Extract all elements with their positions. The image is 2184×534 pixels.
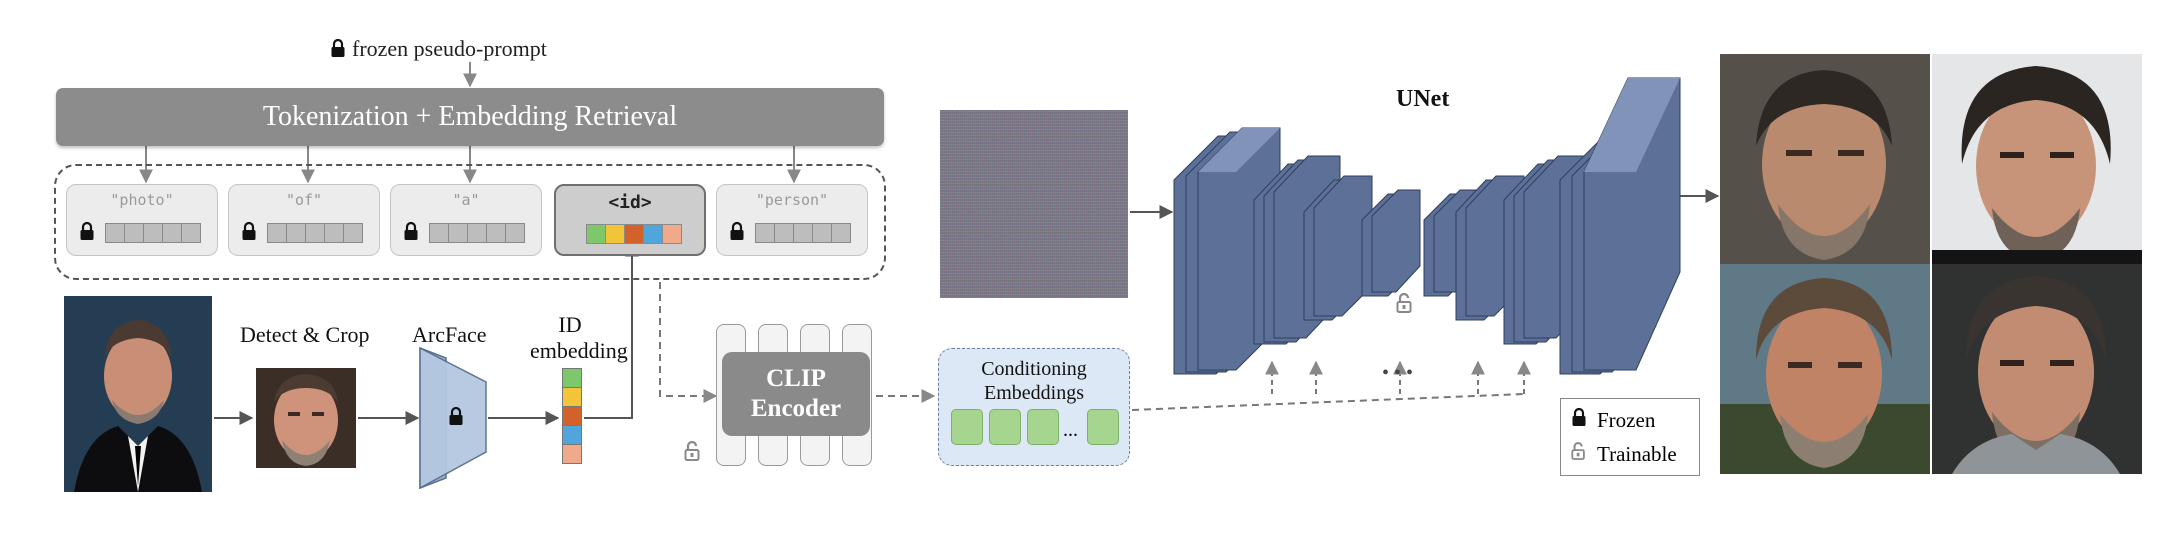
arrow-id-embedding-to-id-token <box>584 242 639 419</box>
tokenization-label: Tokenization + Embedding Retrieval <box>262 101 678 132</box>
token-photo: "photo" <box>66 184 218 256</box>
token-id: <id> <box>554 184 706 256</box>
noise-image <box>940 110 1128 298</box>
token-embedding <box>267 223 363 243</box>
output-face-3 <box>1720 264 1930 474</box>
conditioning-vector <box>1087 409 1119 445</box>
frozen-prompt-label: frozen pseudo-prompt <box>330 36 547 64</box>
unet-decoder-blocks <box>1423 77 1681 375</box>
open-lock-icon <box>1571 441 1587 467</box>
tokenization-bar: Tokenization + Embedding Retrieval <box>56 88 884 146</box>
conditioning-vector <box>1027 409 1059 445</box>
token-of: "of" <box>228 184 380 256</box>
closed-lock-icon <box>79 221 95 246</box>
closed-lock-icon <box>403 221 419 246</box>
legend-frozen: Frozen <box>1571 407 1655 433</box>
output-face-2 <box>1932 54 2142 264</box>
token-word: "a" <box>452 191 480 209</box>
token-group <box>54 164 886 280</box>
token-embedding <box>429 223 525 243</box>
conditioning-vector <box>989 409 1021 445</box>
output-face-1 <box>1720 54 1930 264</box>
token-embedding <box>755 223 851 243</box>
clip-encoder: CLIP Encoder <box>722 352 870 436</box>
open-lock-icon <box>684 440 702 467</box>
token-embedding <box>105 223 201 243</box>
closed-lock-icon <box>1571 407 1587 433</box>
conditioning-ellipsis: ... <box>1063 419 1078 441</box>
legend: Frozen Trainable <box>1560 398 1700 476</box>
conditioning-embeddings: Conditioning Embeddings ... <box>938 348 1130 466</box>
conditioning-vector <box>951 409 983 445</box>
cropped-face-photo <box>256 368 356 468</box>
id-token-embedding <box>586 224 682 244</box>
open-lock-icon <box>1396 292 1414 319</box>
conditioning-label: Conditioning Embeddings <box>981 358 1087 404</box>
id-embedding-label: ID embedding <box>530 312 628 363</box>
arcface-label: ArcFace <box>412 322 487 347</box>
legend-trainable: Trainable <box>1571 441 1677 467</box>
skip-ellipsis: • • • <box>1382 362 1414 384</box>
arrow-conditioning-to-unet <box>1131 393 1525 411</box>
token-a: "a" <box>390 184 542 256</box>
closed-lock-icon <box>729 221 745 246</box>
output-face-4 <box>1932 264 2142 474</box>
closed-lock-icon <box>330 38 346 64</box>
token-word: "of" <box>285 191 323 209</box>
unet-title: UNet <box>1396 86 1450 112</box>
token-word: <id> <box>608 192 652 213</box>
token-word: "person" <box>755 191 829 209</box>
unet-encoder-blocks <box>1173 127 1421 375</box>
detect-crop-label: Detect & Crop <box>240 322 370 347</box>
token-word: "photo" <box>110 191 174 209</box>
token-person: "person" <box>716 184 868 256</box>
id-embedding-vector <box>562 368 582 464</box>
arrow-tokens-to-clip <box>659 282 718 403</box>
input-face-photo <box>64 296 212 492</box>
frozen-prompt-text: frozen pseudo-prompt <box>352 36 547 61</box>
closed-lock-icon <box>241 221 257 246</box>
closed-lock-icon <box>448 406 464 431</box>
